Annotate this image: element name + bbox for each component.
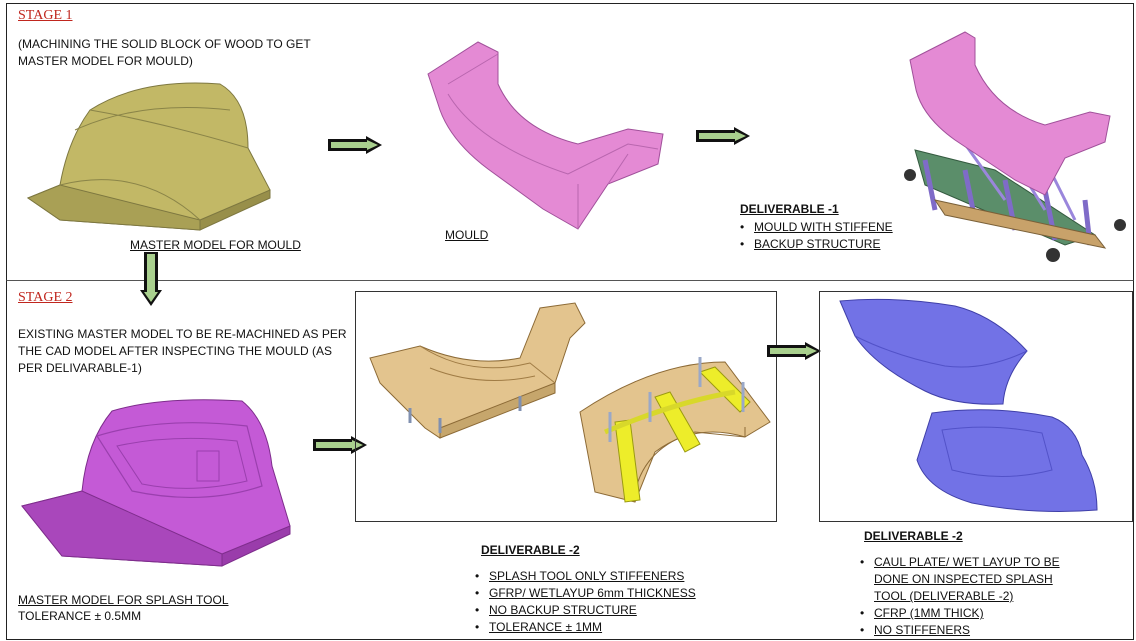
- master-model-mould-image: [20, 70, 270, 240]
- deliverable1-item: MOULD WITH STIFFENE: [738, 219, 896, 236]
- arrow-down-icon: [140, 252, 162, 306]
- deliverable1-item: BACKUP STRUCTURE: [738, 236, 896, 253]
- deliverable2a-item: TOLERANCE ± 1MM: [473, 619, 773, 636]
- deliverable1-title: DELIVERABLE -1: [740, 201, 839, 218]
- stage2-title: STAGE 2: [18, 290, 73, 306]
- master-model-splash-image: [22, 396, 292, 571]
- tolerance-label: TOLERANCE ± 0.5MM: [18, 608, 141, 625]
- deliverable2b-list: CAUL PLATE/ WET LAYUP TO BE DONE ON INSP…: [858, 554, 1128, 639]
- deliverable2b-title: DELIVERABLE -2: [864, 528, 963, 545]
- master-model-splash-label: MASTER MODEL FOR SPLASH TOOL: [18, 592, 229, 609]
- deliverable2a-item: NO BACKUP STRUCTURE: [473, 602, 773, 619]
- deliverable2b-item: NO STIFFENERS: [858, 622, 1128, 639]
- deliverable2a-item: SPLASH TOOL ONLY STIFFENERS: [473, 568, 773, 585]
- deliverable2b-item: TOOL (DELIVERABLE -2): [858, 588, 1128, 605]
- deliverable2b-item: CFRP (1MM THICK): [858, 605, 1128, 622]
- deliverable2b-item: DONE ON INSPECTED SPLASH: [858, 571, 1128, 588]
- stage1-description: (MACHINING THE SOLID BLOCK OF WOOD TO GE…: [18, 36, 328, 70]
- arrow-right-icon: [696, 127, 752, 147]
- deliverable2b-item: CAUL PLATE/ WET LAYUP TO BE: [858, 554, 1128, 571]
- mould-backup-structure-image: [895, 20, 1135, 270]
- deliverable2a-title: DELIVERABLE -2: [481, 542, 580, 559]
- splash-tool-image: [370, 298, 585, 438]
- splash-tool-stiffened-image: [575, 352, 775, 512]
- stage1-title: STAGE 1: [18, 8, 73, 24]
- arrow-right-icon: [328, 136, 384, 156]
- deliverable1-list: MOULD WITH STIFFENE BACKUP STRUCTURE: [738, 219, 896, 253]
- caul-plate-image: [912, 405, 1102, 517]
- arrow-right-icon: [767, 342, 823, 362]
- deliverable2a-item: GFRP/ WETLAYUP 6mm THICKNESS: [473, 585, 773, 602]
- caul-plate-image: [835, 296, 1035, 408]
- stage2-description: EXISTING MASTER MODEL TO BE RE-MACHINED …: [18, 326, 353, 377]
- deliverable2a-list: SPLASH TOOL ONLY STIFFENERS GFRP/ WETLAY…: [473, 568, 773, 636]
- mould-image: [428, 34, 663, 234]
- mould-label: MOULD: [445, 227, 488, 244]
